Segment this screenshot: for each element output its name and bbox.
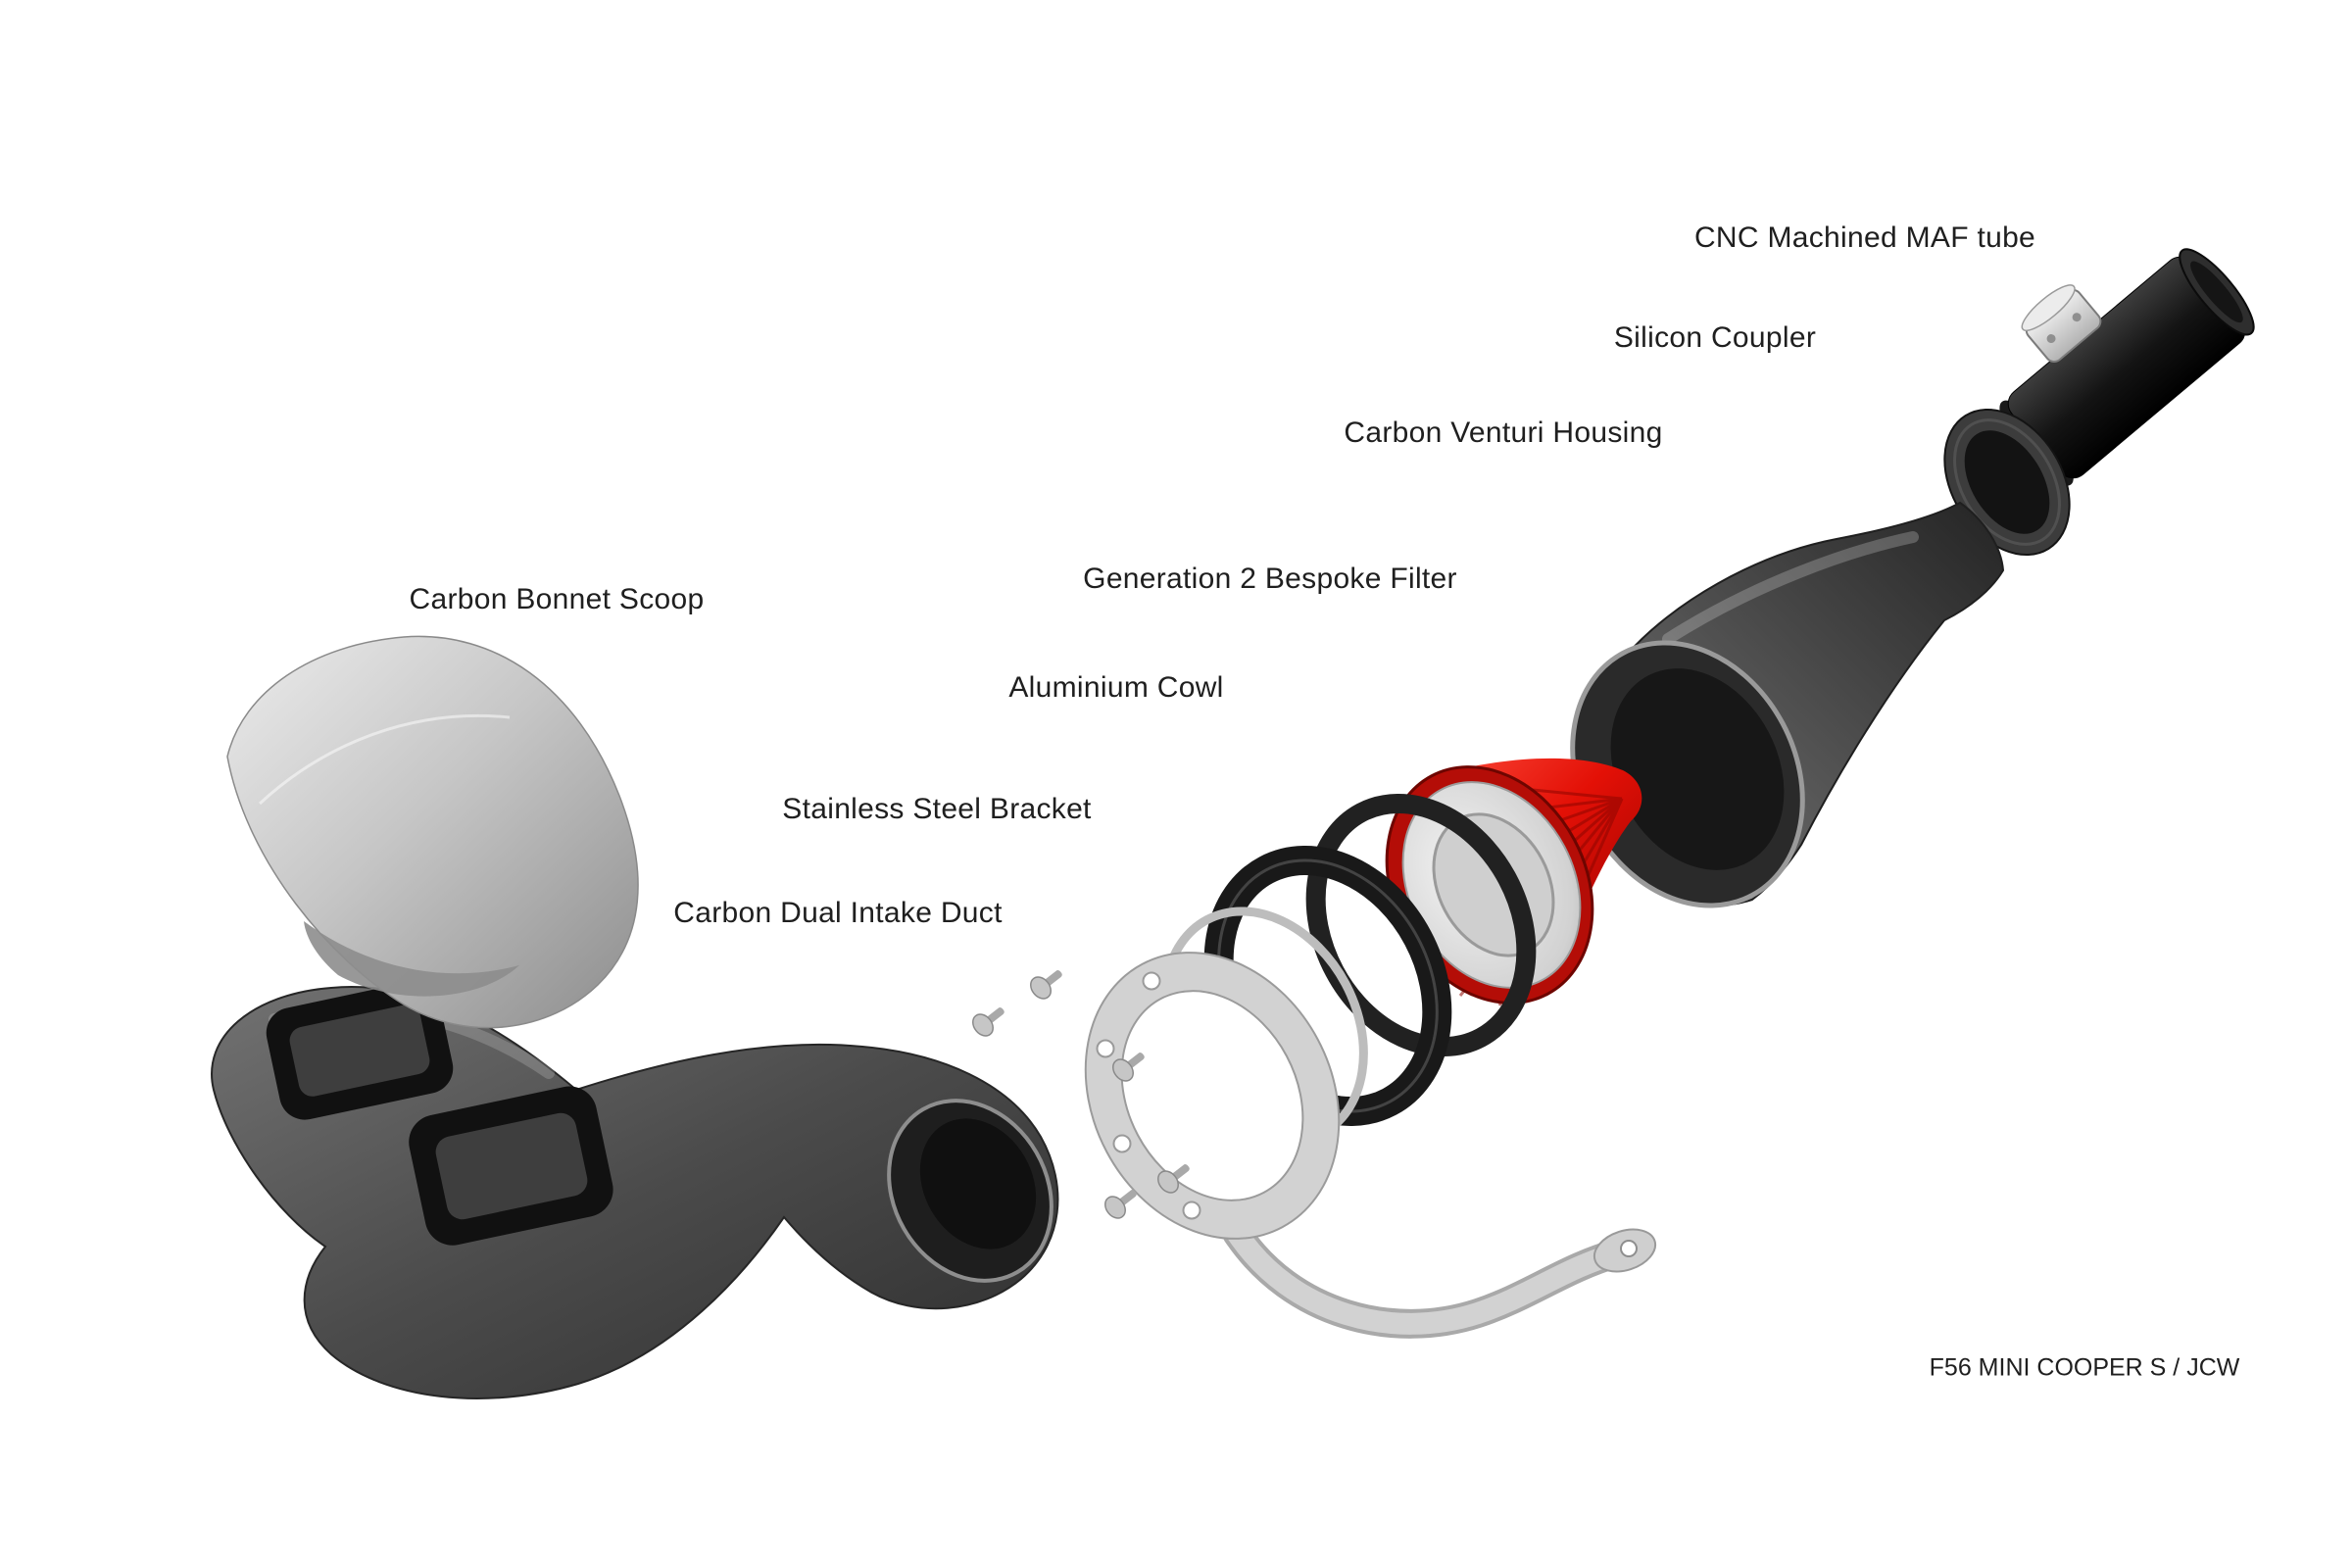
label-steel-bracket: Stainless Steel Bracket [782, 793, 1092, 825]
part-screws [972, 970, 1190, 1219]
maf-sensor-boss [2021, 284, 2102, 364]
part-venturi-housing [1570, 501, 2005, 908]
vehicle-model-caption: F56 MINI COOPER S / JCW [1929, 1353, 2240, 1382]
label-intake-duct: Carbon Dual Intake Duct [673, 897, 1003, 929]
label-bonnet-scoop: Carbon Bonnet Scoop [409, 583, 705, 615]
part-filter [1385, 758, 1642, 1006]
duct-port-right [409, 1086, 613, 1246]
duct-port-left [266, 981, 454, 1120]
label-venturi-housing: Carbon Venturi Housing [1344, 416, 1663, 449]
label-filter: Generation 2 Bespoke Filter [1083, 563, 1457, 595]
part-intake-duct [211, 981, 1059, 1399]
part-steel-bracket [1084, 952, 1657, 1339]
label-silicon-coupler: Silicon Coupler [1613, 321, 1817, 354]
label-maf-tube: CNC Machined MAF tube [1693, 221, 2036, 254]
part-bonnet-scoop [226, 635, 639, 1029]
label-aluminium-cowl: Aluminium Cowl [1008, 671, 1224, 704]
duct-outlet [887, 1099, 1054, 1283]
